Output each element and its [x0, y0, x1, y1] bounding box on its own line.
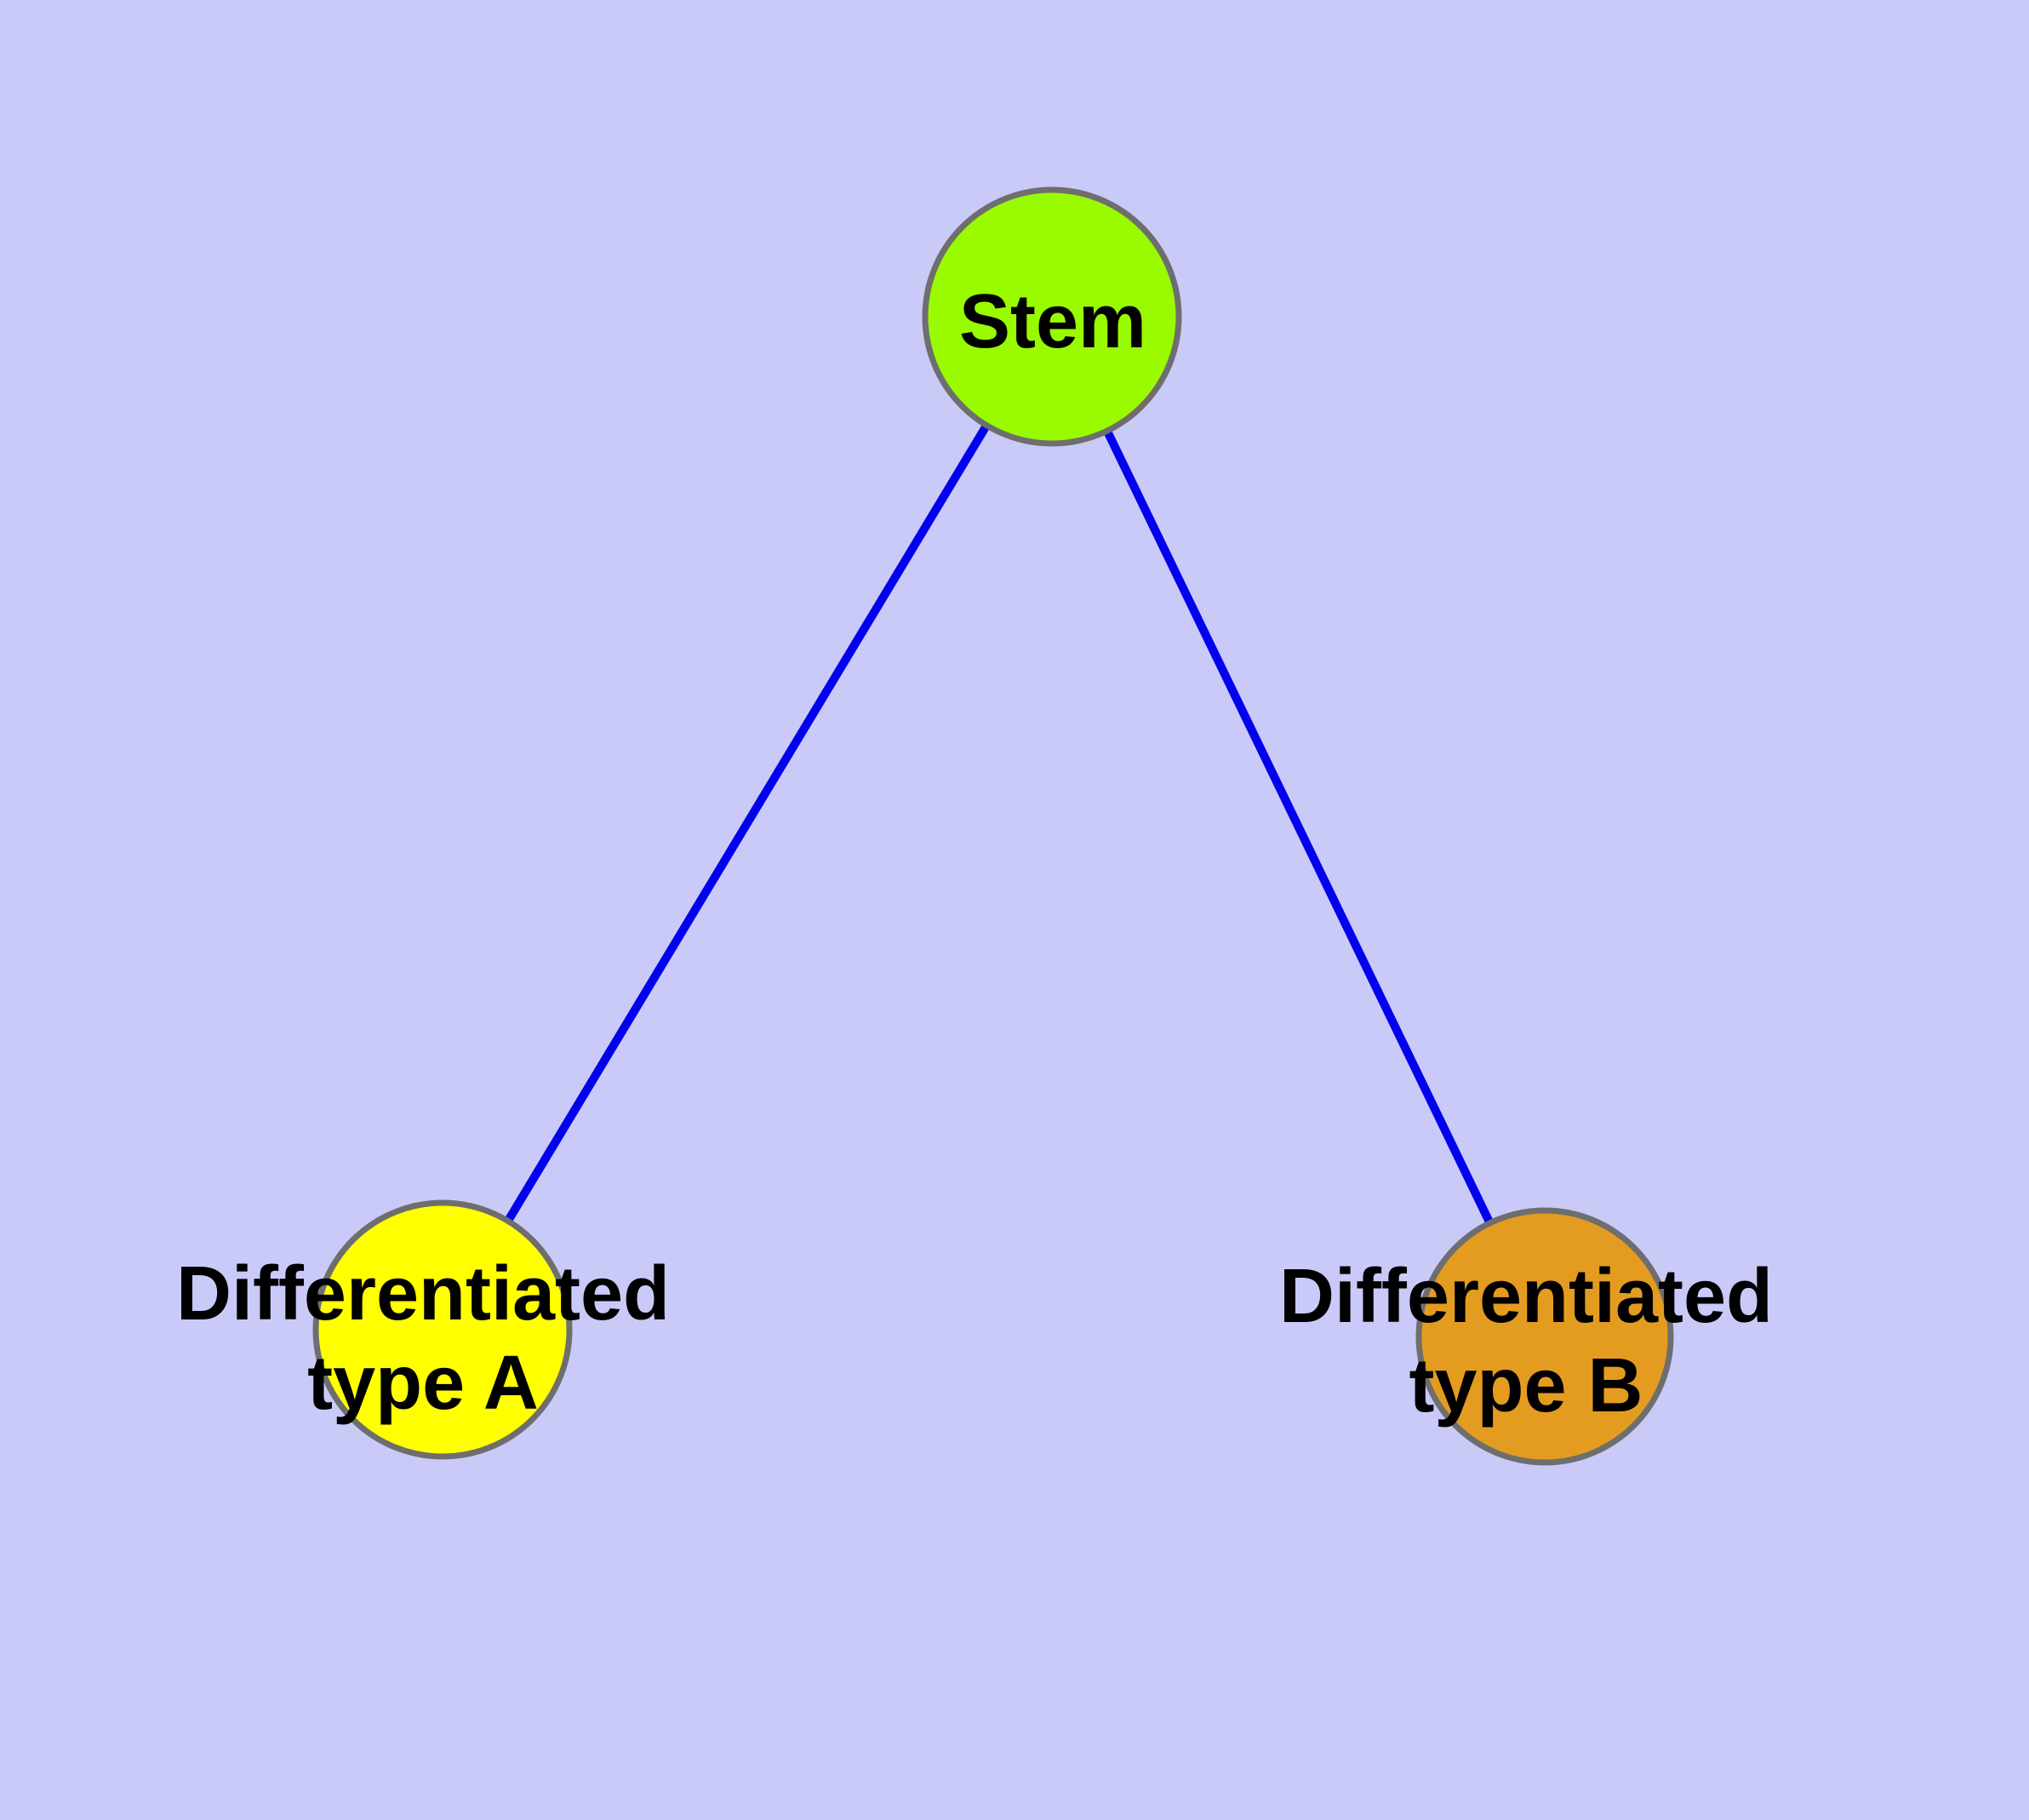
node-type-b-label-line2: type B	[1409, 1343, 1643, 1428]
node-stem-label: Stem	[959, 279, 1146, 364]
edge-stem-to-type-a	[438, 314, 1056, 1332]
node-type-a-circle	[312, 1199, 573, 1460]
node-type-b-label-line1: Differentiated	[1279, 1254, 1773, 1339]
node-type-a-label-line1: Differentiated	[176, 1251, 670, 1336]
node-type-a-label-line2: type A	[307, 1341, 539, 1426]
edge-stem-to-type-b	[1048, 314, 1549, 1339]
node-type-b-circle	[1415, 1207, 1674, 1466]
node-stem-circle	[922, 186, 1182, 447]
